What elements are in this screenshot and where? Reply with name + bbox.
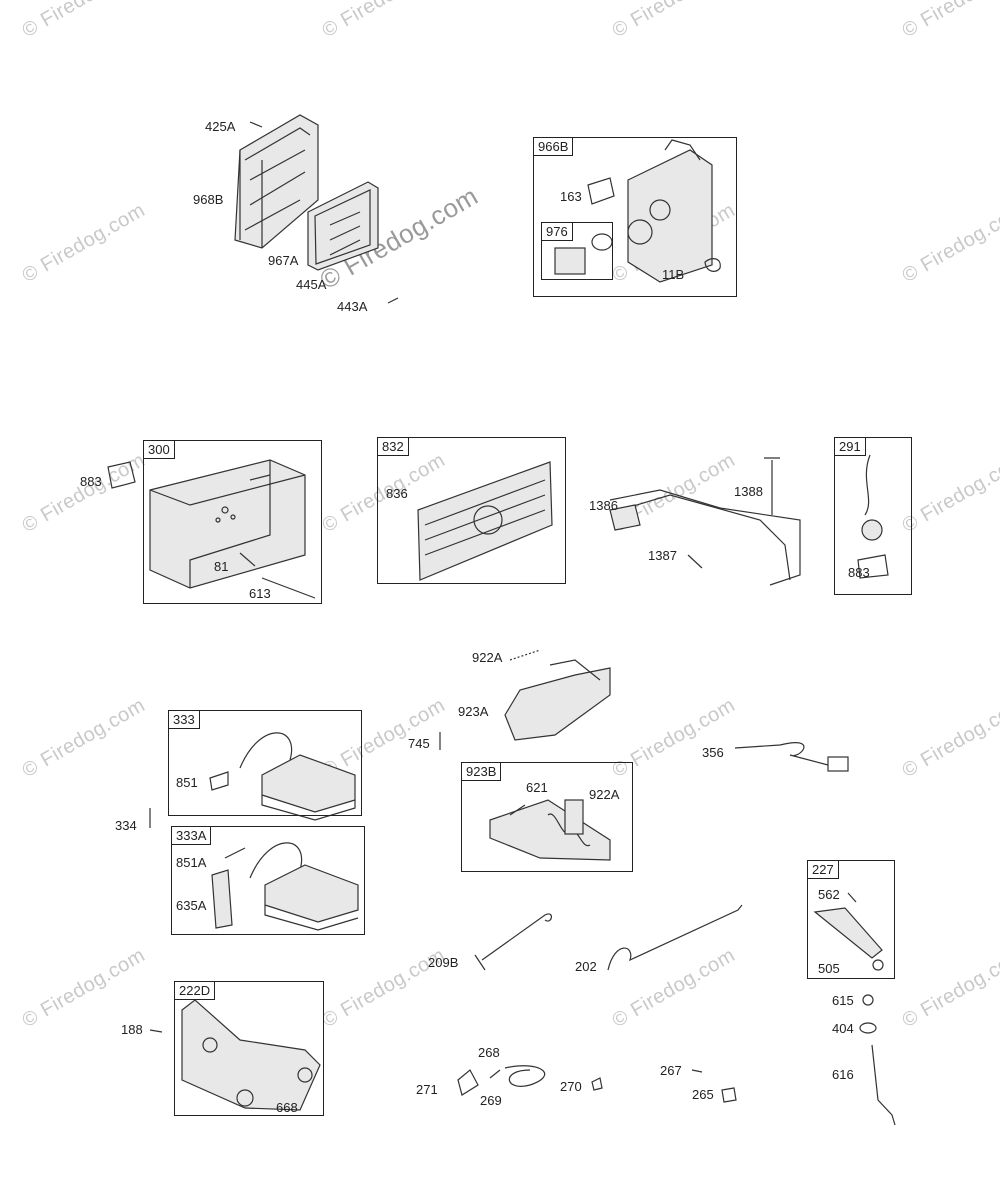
bracket-222D-drawing [181,999,321,1111]
callout-616: 616 [832,1067,854,1082]
callout-1388: 1388 [734,484,763,499]
callout-356: 356 [702,745,724,760]
cable-connector-drawing [827,756,849,772]
part-group-label: 923B [461,762,502,781]
dipstick-1388-drawing [764,457,780,515]
callout-11B: 11B [662,267,685,282]
gasket-883-drawing [107,461,136,489]
callout-202: 202 [575,959,597,974]
link-209B-drawing [481,913,552,961]
part-group-300: 300 [143,440,322,604]
lever-616-drawing [871,1044,896,1126]
part-group-966B: 966B [533,137,737,297]
callout-270: 270 [560,1079,582,1094]
callout-209B: 209B [428,955,459,970]
part-group-label: 222D [174,981,216,1000]
part-group-227: 227 [807,860,895,979]
callout-836: 836 [386,486,408,501]
part-group-832: 832 [377,437,566,584]
callout-922A: 922A [589,787,620,802]
part-group-label: 291 [834,437,866,456]
link-202-drawing [607,904,743,971]
part-group-976: 976 [541,222,613,280]
callout-334: 334 [115,818,137,833]
nut-615-drawing [862,994,874,1006]
callout-265: 265 [692,1087,714,1102]
spring-1387-drawing [687,554,703,569]
callout-968B: 968B [193,192,224,207]
part-group-923B: 923B [461,762,633,872]
callout-81: 81 [214,559,229,574]
callout-268: 268 [478,1045,500,1060]
callout-923A: 923A [458,704,489,719]
part-group-label: 227 [807,860,839,879]
part-group-333A: 333A [171,826,365,935]
callout-269: 269 [480,1093,502,1108]
control-bracket-drawing [609,489,801,586]
callout-967A: 967A [268,253,299,268]
part-group-291: 291 [834,437,912,595]
callout-613: 613 [249,586,271,601]
callout-562: 562 [818,887,840,902]
callout-443A: 443A [337,299,368,314]
callout-425A: 425A [205,119,236,134]
ignition-coil-armature-drawing [211,842,359,931]
callout-922A: 922A [472,650,503,665]
clip-265-drawing [721,1087,737,1103]
gasket-163-drawing [587,177,615,205]
callout-883: 883 [848,565,870,580]
callout-404: 404 [832,1021,854,1036]
clip-270-drawing [591,1077,603,1091]
part-group-222D: 222D [174,981,324,1116]
muffler-drawing [149,459,306,589]
part-group-label: 976 [541,222,573,241]
ignition-coil-drawing [209,732,356,821]
callout-1386: 1386 [589,498,618,513]
callout-668: 668 [276,1100,298,1115]
muffler-guard-drawing [417,461,553,581]
governor-control-drawing [504,649,611,741]
callout-745: 745 [408,736,430,751]
carburetor-drawing [627,139,721,283]
part-group-label: 966B [533,137,574,156]
governor-bracket-drawing [489,799,611,861]
callout-615: 615 [832,993,854,1008]
air-filter-drawing [307,181,379,271]
callout-851A: 851A [176,855,207,870]
callout-267: 267 [660,1063,682,1078]
callout-163: 163 [560,189,582,204]
callout-851: 851 [176,775,198,790]
air-cleaner-base-drawing [234,114,319,249]
callout-188: 188 [121,1022,143,1037]
bolt-613-drawing [239,552,316,599]
callout-445A: 445A [296,277,327,292]
callout-271: 271 [416,1082,438,1097]
callout-505: 505 [818,961,840,976]
part-group-label: 333 [168,710,200,729]
screw-267-drawing [691,1069,703,1073]
part-group-label: 333A [171,826,212,845]
cable-356-drawing [734,742,829,766]
callout-635A: 635A [176,898,207,913]
screw-443A-drawing [387,297,399,304]
callout-1387: 1387 [648,548,677,563]
fuel-filter-976-drawing [554,233,613,275]
screw-188-drawing [149,1029,163,1033]
callout-621: 621 [526,780,548,795]
washer-404-drawing [859,1022,877,1034]
part-group-333: 333 [168,710,362,816]
brake-bracket-drawing [813,892,884,971]
oil-sensor-drawing [857,454,889,579]
cable-assembly-drawing [457,1065,546,1096]
part-group-label: 832 [377,437,409,456]
part-group-label: 300 [143,440,175,459]
callout-883: 883 [80,474,102,489]
